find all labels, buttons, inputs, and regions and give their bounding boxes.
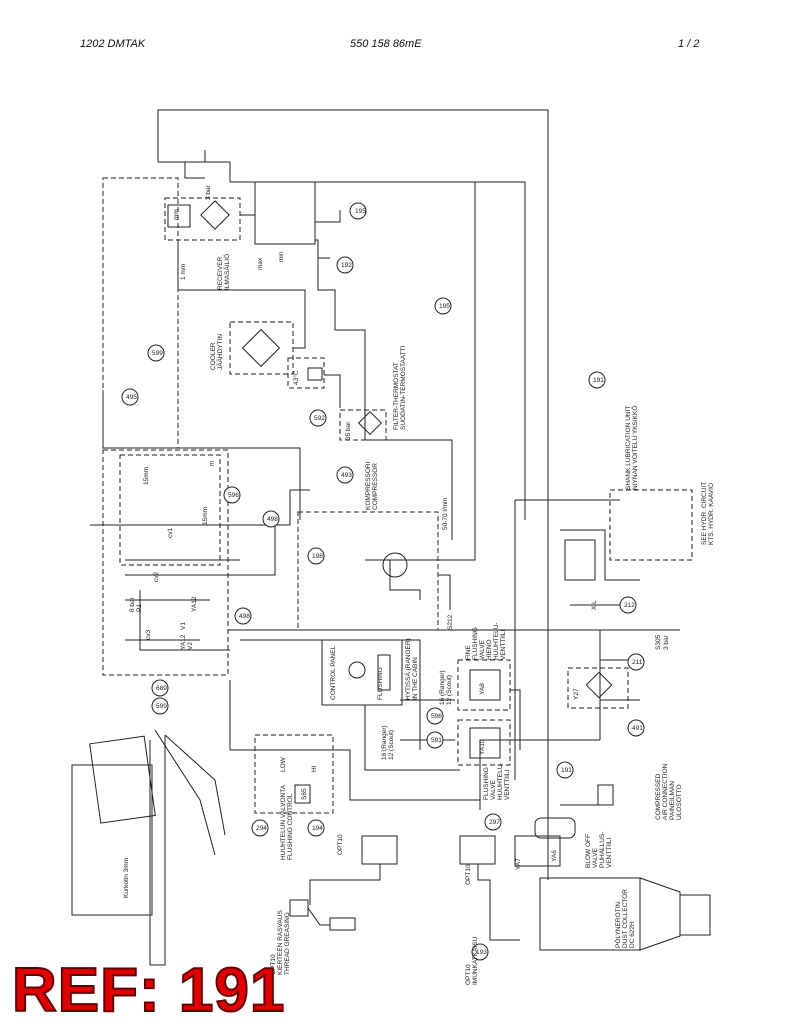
- balloon-circles: [121, 202, 645, 961]
- label-control-panel: CONTROL PANEL: [330, 645, 337, 700]
- label-receiver: RECEIVERILMASÄILIÖ: [217, 254, 231, 290]
- label-ya6: YA6: [551, 850, 558, 862]
- balloon-194: 194: [312, 825, 323, 832]
- balloon-495: 495: [126, 394, 137, 401]
- header-model: 1202 DMTAK: [80, 38, 146, 50]
- header-part-number: 550 158 86mE: [350, 38, 422, 50]
- balloon-689: 689: [156, 685, 167, 692]
- label-ya12b: YA12V2: [180, 634, 194, 650]
- balloon-596a: 596: [228, 492, 239, 499]
- balloon-491: 491: [632, 725, 643, 732]
- label-ya8: YA8: [479, 683, 486, 695]
- label-fine-flushing: FINEFLUSHINGVALVEHIENOHUUHTELU-VENTTIILI: [465, 622, 507, 660]
- label-cv1: cv1: [167, 528, 174, 539]
- label-cv3: cv3: [145, 630, 152, 641]
- label-ranger-16: 16 (Ranger)12 (Scout): [439, 670, 453, 705]
- compressor-box: [297, 511, 439, 631]
- label-flushing-valve: FLUSHINGVALVEHUUHTELU-VENTTIILI: [483, 762, 511, 800]
- label-ya12: YA12: [191, 596, 198, 612]
- label-temp-35: 35 bar: [345, 421, 352, 440]
- balloon-599a: 599: [152, 350, 163, 357]
- label-min: min: [278, 251, 285, 262]
- label-hytissa: HYTISSÄ (RANGER)IN THE CABIN: [404, 638, 419, 700]
- label-e-box: E: [210, 461, 215, 468]
- label-kurkotin: Kurkotin 3mm: [123, 858, 130, 898]
- label-blow-off: BLOW OFFVALVEPUHALLUS-VENTTIILI: [585, 832, 613, 868]
- balloon-294: 294: [256, 825, 267, 832]
- label-filter-thermostat: FILTER-THERMOSTATSUODATIN-TERMOSTAATTI: [393, 345, 407, 430]
- label-hi: HI: [311, 765, 318, 772]
- label-rpm: 50-70 l/min: [442, 497, 449, 530]
- balloon-591: 591: [431, 737, 442, 744]
- receiver-tank: [254, 181, 316, 245]
- balloon-192: 192: [341, 262, 352, 269]
- label-ya7: YA7: [515, 858, 522, 870]
- label-huuhtelu-valvonta: HUUHTELUN VALVONTAFLUSHING CONTROL: [280, 784, 294, 860]
- balloon-211: 211: [632, 659, 643, 666]
- label-s305: S305: [655, 634, 662, 650]
- drill-rig-body: [71, 764, 153, 916]
- label-fifteen-mm-b: 15mm: [202, 507, 209, 525]
- balloon-193: 193: [476, 949, 487, 956]
- ref-stamp: REF: 191: [11, 956, 286, 1025]
- schematic-labels: 195 192 599 495 195 191 592 493 596 498 …: [123, 184, 715, 985]
- label-see-hydr: SEE HYDR. CIRCUITKTS. HYDR. KAAVIO: [701, 482, 715, 545]
- balloon-191a: 191: [593, 377, 604, 384]
- label-eight-bar: 8 barP1: [129, 596, 143, 612]
- flushing-control-box: [254, 734, 334, 814]
- air-lines: [71, 109, 711, 966]
- balloon-498a: 498: [267, 516, 278, 523]
- label-ranger-16b: 16 (Ranger)12 (Scout): [381, 725, 395, 760]
- main-air-line: [157, 109, 549, 880]
- control-panel-box: [321, 639, 403, 706]
- label-xl: X L: [591, 600, 598, 610]
- label-opt10: OPT10: [337, 834, 344, 855]
- label-ya10: YA10: [479, 739, 486, 755]
- receiver-filter-block: [164, 197, 241, 241]
- label-fifteen-mm: 15mm: [143, 467, 150, 485]
- label-dust-collector: PÖLYNEROTINDUST COLLECTORDC 622H: [614, 889, 636, 948]
- label-s212: S212: [447, 614, 454, 630]
- label-mmm: mm: [173, 209, 180, 220]
- header-page-number: 1 / 2: [678, 38, 700, 50]
- balloon-191b: 191: [561, 767, 572, 774]
- label-imunkatkaisu: OPT10IMUNKATKAISU: [465, 936, 479, 985]
- label-max: max: [257, 257, 264, 270]
- label-y27: Y27: [573, 688, 580, 700]
- label-flushing: FLUSHING: [377, 667, 384, 700]
- label-compressed-air: COMPRESSEDAIR CONNECTIONPAINEILMANULOSOT…: [655, 763, 683, 820]
- balloon-498b: 498: [239, 613, 250, 620]
- balloon-592: 592: [314, 415, 325, 422]
- shank-lub-box: [609, 489, 693, 561]
- label-low: LOW: [280, 756, 287, 772]
- label-s65: S65: [301, 788, 308, 800]
- balloon-195b: 195: [439, 303, 450, 310]
- balloon-599b: 599: [156, 703, 167, 710]
- label-one-mm: 1 mm: [180, 264, 187, 280]
- label-three-bar: 3 bar: [205, 184, 212, 200]
- label-cv2: cv2: [153, 572, 160, 583]
- label-shank-lub: SHANK LUBRICATION UNITNIYNAN VOITELU YKS…: [625, 406, 639, 490]
- label-opt10b: OPT10: [465, 864, 472, 885]
- control-block-dashed: [102, 449, 229, 676]
- balloon-596b: 596: [431, 713, 442, 720]
- label-v1: V1: [180, 622, 187, 630]
- balloon-198: 198: [312, 553, 323, 560]
- label-temp-43: 43°C: [292, 370, 300, 385]
- receiver-dashed-frame: [102, 177, 179, 449]
- filter-thermostat-box: [339, 409, 387, 441]
- balloon-212: 212: [624, 602, 635, 609]
- label-three-bar-b: 3 bar: [663, 634, 670, 650]
- label-compressor: KOMPRESSORICOMPRESSOR: [365, 461, 379, 510]
- balloon-297: 297: [489, 819, 500, 826]
- label-cooler: COOLERJÄÄHDYTIN: [210, 334, 224, 370]
- label-thread-greasing: OPT10KIERTEEN RASVAUSTHREAD GREASING: [270, 910, 291, 975]
- balloon-493: 493: [341, 472, 352, 479]
- balloon-195a: 195: [355, 208, 366, 215]
- boom-outline: [149, 735, 166, 966]
